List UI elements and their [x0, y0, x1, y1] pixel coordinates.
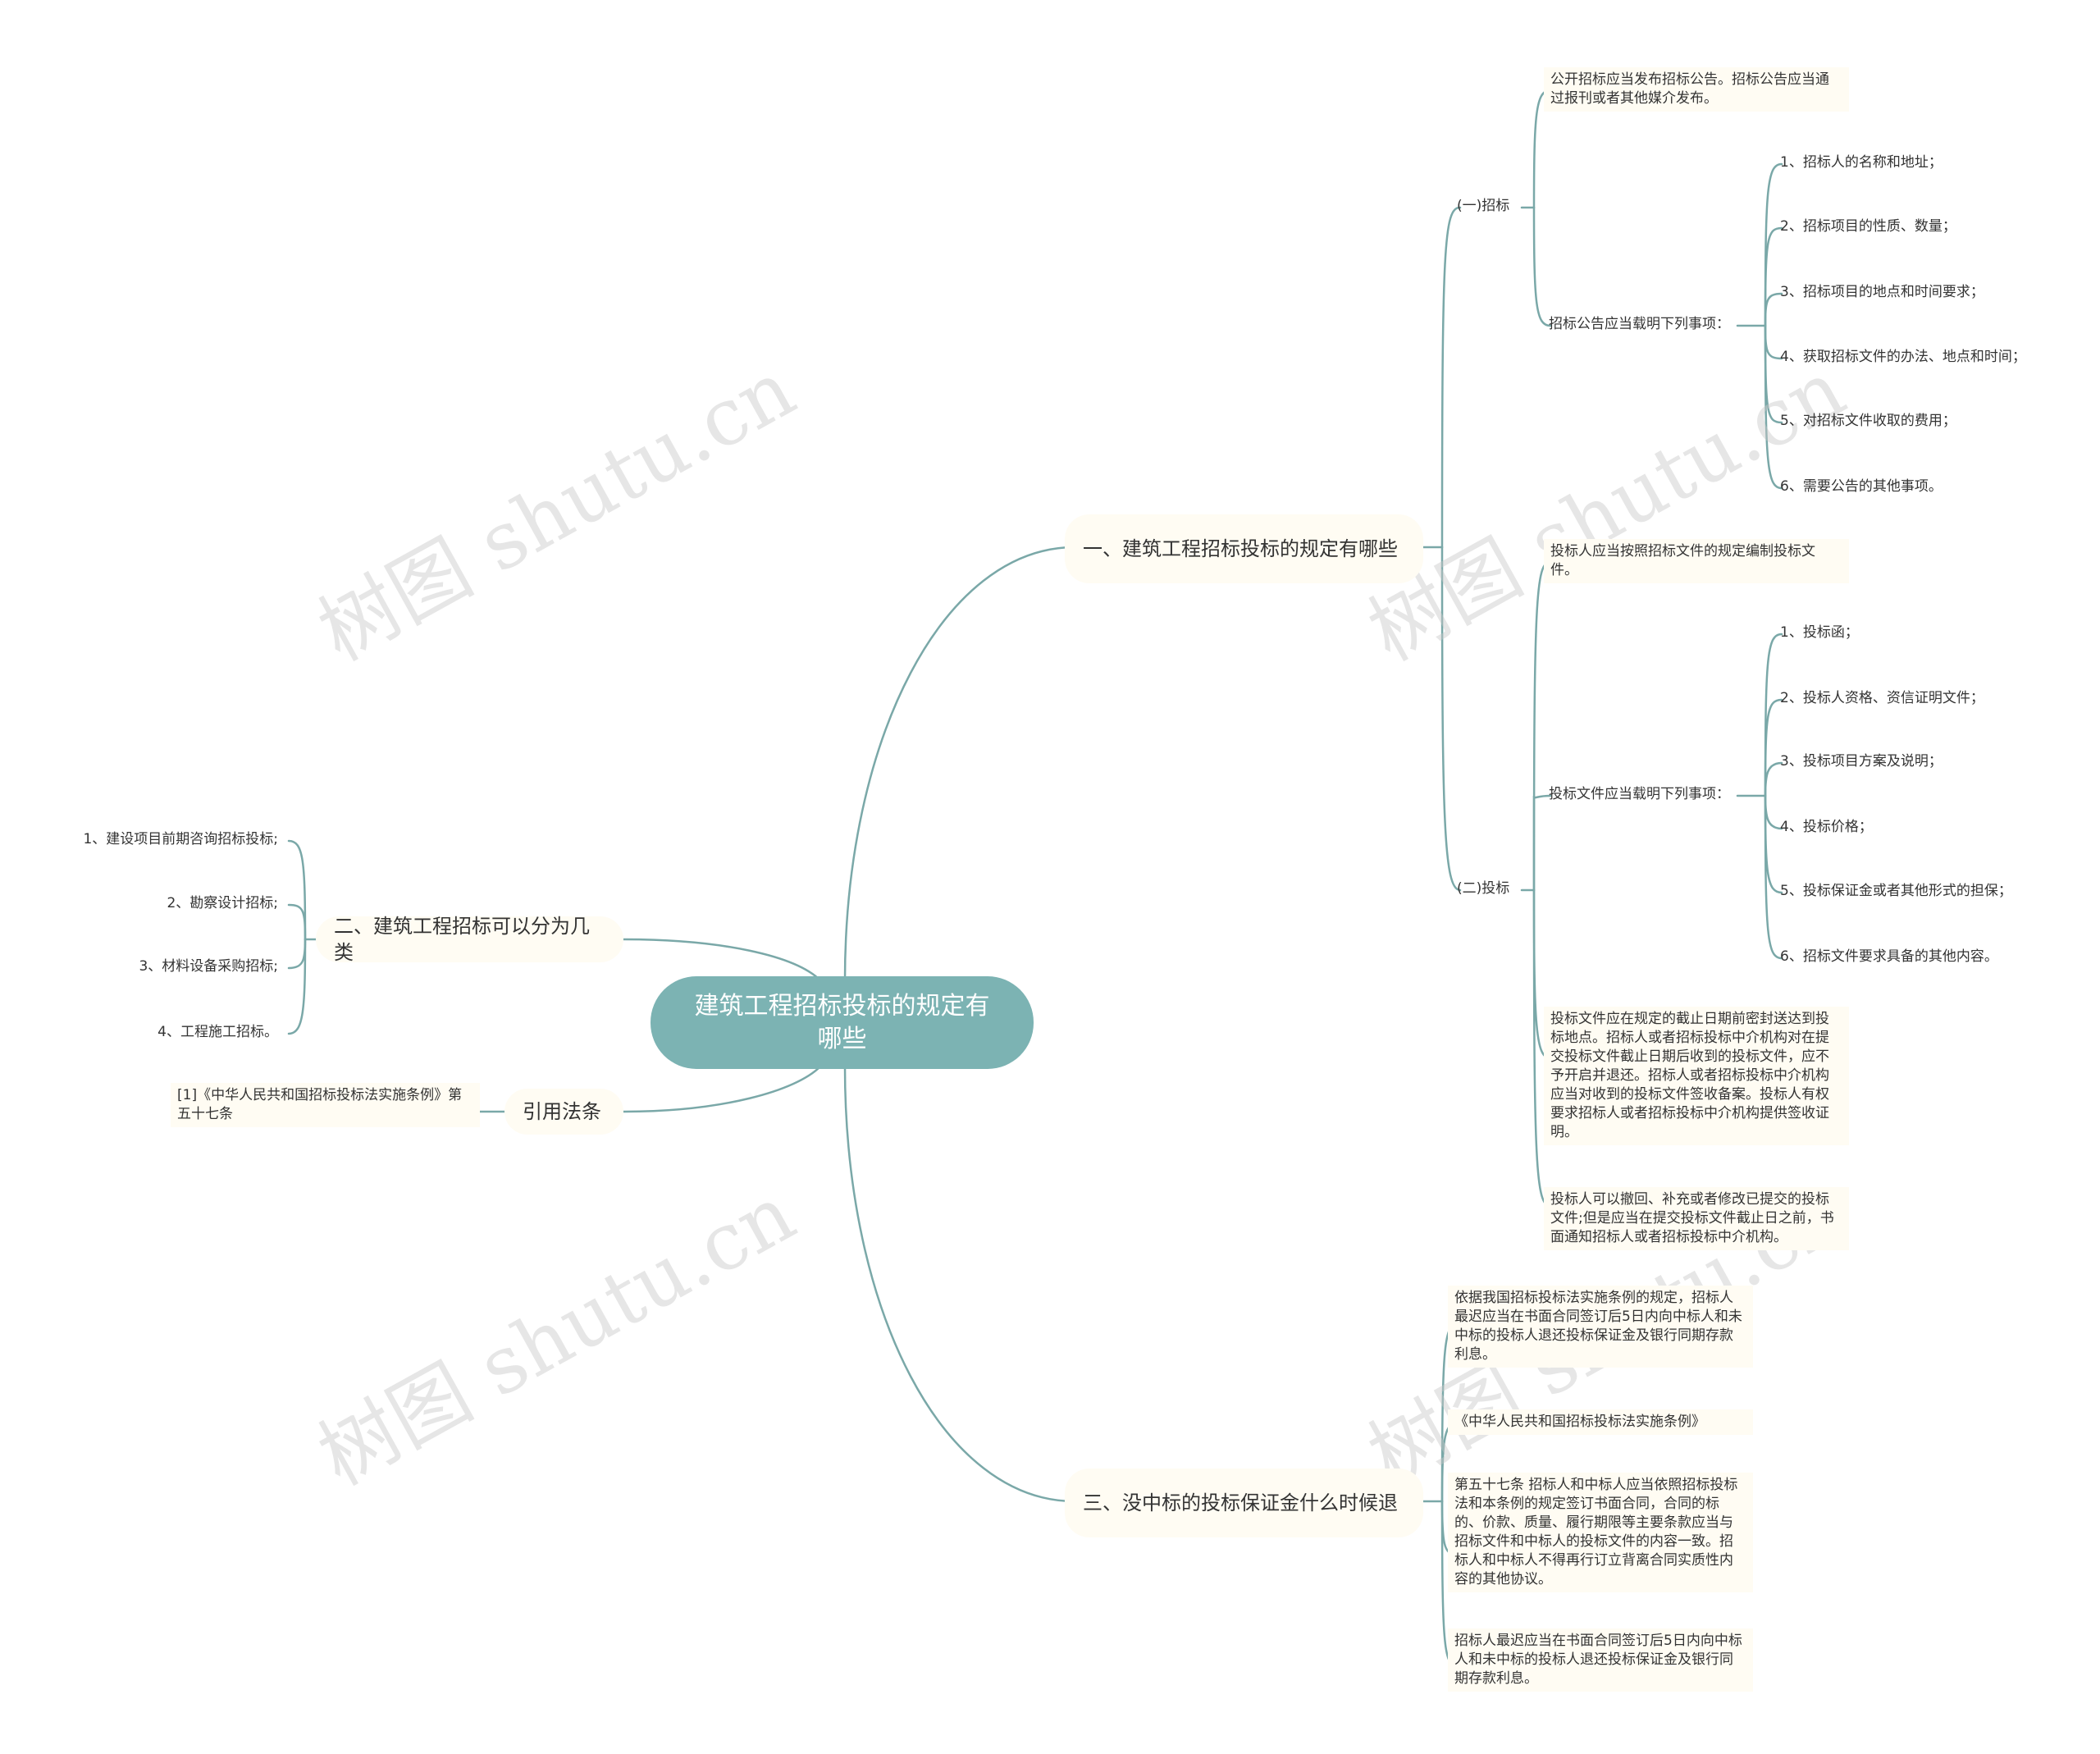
leaf-deposit-article[interactable]: 第五十七条 招标人和中标人应当依照招标投标法和本条例的规定签订书面合同，合同的标… — [1448, 1473, 1753, 1592]
list-item[interactable]: 5、投标保证金或者其他形式的担保； — [1780, 883, 2012, 899]
branch-regulations[interactable]: 一、建筑工程招标投标的规定有哪些 — [1065, 514, 1423, 583]
leaf-citation[interactable]: [1]《中华人民共和国招标投标法实施条例》第五十七条 — [171, 1083, 480, 1127]
leaf-deposit-refund[interactable]: 招标人最迟应当在书面合同签订后5日内向中标人和未中标的投标人退还投标保证金及银行… — [1448, 1628, 1753, 1692]
leaf-toubiao-withdraw[interactable]: 投标人可以撤回、补充或者修改已提交的投标文件;但是应当在提交投标文件截止日之前，… — [1544, 1187, 1849, 1250]
list-item[interactable]: 3、招标项目的地点和时间要求； — [1780, 284, 1984, 300]
list-item[interactable]: 3、投标项目方案及说明； — [1780, 753, 1942, 770]
root-topic[interactable]: 建筑工程招标投标的规定有哪些 — [651, 976, 1034, 1069]
leaf-zhaobiao-items-label[interactable]: 招标公告应当载明下列事项： — [1549, 316, 1730, 332]
leaf-zhaobiao-notice[interactable]: 公开招标应当发布招标公告。招标公告应当通过报刊或者其他媒介发布。 — [1544, 67, 1849, 112]
list-item[interactable]: 4、工程施工招标。 — [158, 1024, 278, 1040]
edge-root-b2 — [622, 938, 822, 982]
list-item[interactable]: 4、获取招标文件的办法、地点和时间； — [1780, 349, 2026, 365]
leaf-deposit-rule[interactable]: 依据我国招标投标法实施条例的规定，招标人最迟应当在书面合同签订后5日内向中标人和… — [1448, 1286, 1753, 1368]
list-item[interactable]: 2、投标人资格、资信证明文件； — [1780, 690, 1984, 706]
leaf-toubiao-deadline[interactable]: 投标文件应在规定的截止日期前密封送达到投标地点。招标人或者招标投标中介机构对在提… — [1544, 1007, 1849, 1145]
leaf-toubiao-prepare[interactable]: 投标人应当按照招标文件的规定编制投标文件。 — [1544, 539, 1849, 583]
list-item[interactable]: 6、招标文件要求具备的其他内容。 — [1780, 948, 1998, 965]
list-item[interactable]: 5、对招标文件收取的费用； — [1780, 413, 1956, 429]
list-item[interactable]: 1、招标人的名称和地址； — [1780, 154, 1942, 171]
subtopic-toubiao[interactable]: (二)投标 — [1457, 880, 1510, 897]
leaf-toubiao-items-label[interactable]: 投标文件应当载明下列事项： — [1549, 786, 1730, 802]
edge-root-b1 — [843, 546, 1076, 982]
leaf-deposit-law[interactable]: 《中华人民共和国招标投标法实施条例》 — [1448, 1409, 1753, 1435]
list-item[interactable]: 2、招标项目的性质、数量； — [1780, 218, 1956, 235]
list-item[interactable]: 4、投标价格； — [1780, 819, 1873, 835]
branch-deposit-refund[interactable]: 三、没中标的投标保证金什么时候退 — [1065, 1469, 1423, 1537]
branch-citation[interactable]: 引用法条 — [504, 1089, 623, 1135]
list-item[interactable]: 1、建设项目前期咨询招标投标; — [83, 831, 278, 847]
edge-root-b4 — [843, 1065, 1076, 1503]
list-item[interactable]: 1、投标函； — [1780, 624, 1859, 641]
subtopic-zhaobiao[interactable]: (一)招标 — [1457, 198, 1510, 214]
edge-root-b3 — [622, 1065, 822, 1113]
list-item[interactable]: 2、勘察设计招标; — [167, 895, 278, 911]
list-item[interactable]: 6、需要公告的其他事项。 — [1780, 478, 1942, 495]
branch-categories[interactable]: 二、建筑工程招标可以分为几类 — [316, 915, 623, 964]
list-item[interactable]: 3、材料设备采购招标; — [139, 958, 278, 975]
